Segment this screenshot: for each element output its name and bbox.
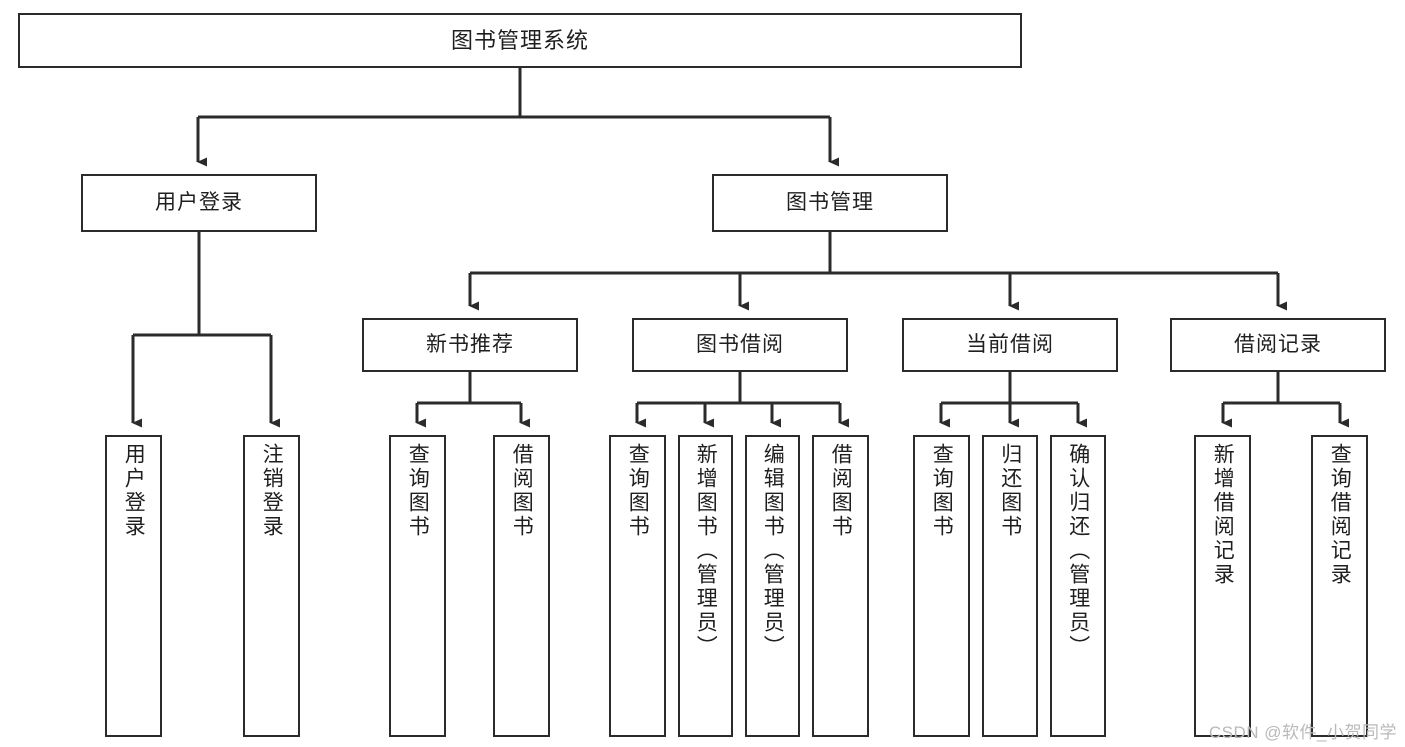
leaf-query-book-recommend[interactable]: 查询图书: [389, 435, 446, 737]
leaf-borrow-book-recommend[interactable]: 借阅图书: [493, 435, 550, 737]
leaf-query-book-current[interactable]: 查询图书: [913, 435, 970, 737]
leaf-confirm-return-admin[interactable]: 确认归还（管理员）: [1050, 435, 1106, 737]
leaf-query-book-borrow[interactable]: 查询图书: [609, 435, 666, 737]
node-label: 借阅图书: [829, 443, 853, 539]
node-label: 图书管理系统: [450, 27, 589, 53]
csdn-watermark: CSDN @软件_小贺同学: [1208, 723, 1397, 742]
node-label: 新书推荐: [426, 332, 514, 356]
node-label: 新增借阅记录: [1211, 443, 1235, 587]
node-label: 归还图书: [998, 443, 1022, 539]
leaf-add-book-admin[interactable]: 新增图书（管理员）: [678, 435, 733, 737]
node-label: 确认归还（管理员）: [1066, 443, 1090, 659]
node-label: 编辑图书（管理员）: [761, 443, 785, 659]
node-user-login[interactable]: 用户登录: [81, 174, 317, 232]
node-new-book-recommend[interactable]: 新书推荐: [362, 318, 578, 372]
node-label: 查询图书: [406, 443, 430, 539]
node-label: 用户登录: [122, 443, 146, 539]
node-label: 查询图书: [930, 443, 954, 539]
node-label: 注销登录: [260, 443, 284, 539]
leaf-query-borrow-record[interactable]: 查询借阅记录: [1311, 435, 1368, 737]
node-label: 查询图书: [626, 443, 650, 539]
leaf-add-borrow-record[interactable]: 新增借阅记录: [1194, 435, 1251, 737]
node-label: 新增图书（管理员）: [694, 443, 718, 659]
node-root-system[interactable]: 图书管理系统: [18, 13, 1022, 68]
node-label: 图书借阅: [696, 332, 784, 356]
node-book-management[interactable]: 图书管理: [712, 174, 948, 232]
node-book-borrow[interactable]: 图书借阅: [632, 318, 848, 372]
node-label: 用户登录: [155, 190, 243, 214]
leaf-logout[interactable]: 注销登录: [243, 435, 300, 737]
node-borrow-record[interactable]: 借阅记录: [1170, 318, 1386, 372]
node-label: 当前借阅: [966, 332, 1054, 356]
node-label: 借阅图书: [510, 443, 534, 539]
leaf-borrow-book[interactable]: 借阅图书: [812, 435, 869, 737]
node-label: 借阅记录: [1234, 332, 1322, 356]
leaf-edit-book-admin[interactable]: 编辑图书（管理员）: [745, 435, 800, 737]
leaf-user-login[interactable]: 用户登录: [105, 435, 162, 737]
node-current-borrow[interactable]: 当前借阅: [902, 318, 1118, 372]
node-label: 查询借阅记录: [1328, 443, 1352, 587]
leaf-return-book[interactable]: 归还图书: [982, 435, 1038, 737]
node-label: 图书管理: [786, 190, 874, 214]
